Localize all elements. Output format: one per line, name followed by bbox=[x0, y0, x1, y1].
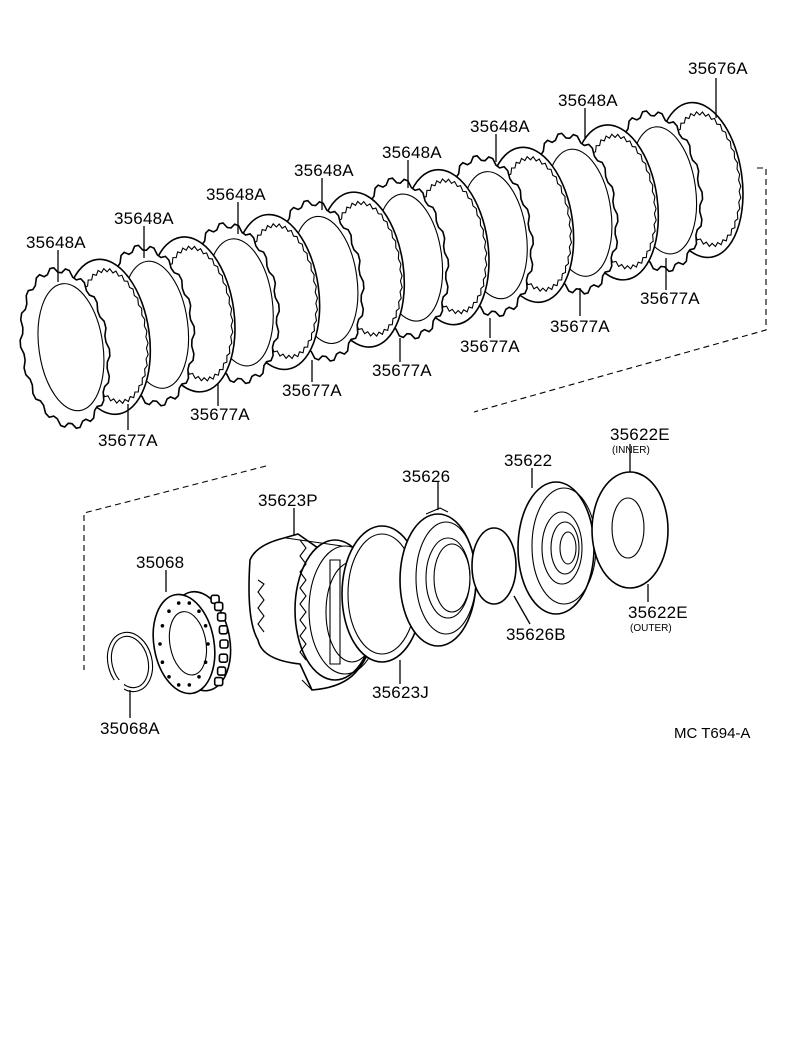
sprag-roller bbox=[213, 601, 224, 612]
piston-35622 bbox=[517, 481, 597, 615]
label-35068: 35068 bbox=[136, 553, 184, 572]
part-labels: 35676A 35648A 35648A 35648A 35648A 35648… bbox=[26, 59, 750, 742]
roller-hole bbox=[197, 609, 201, 613]
label-35677a-4: 35677A bbox=[460, 337, 520, 356]
leader-lines bbox=[57, 78, 717, 718]
label-35623p: 35623P bbox=[258, 491, 318, 510]
label-35068a: 35068A bbox=[100, 719, 160, 738]
label-outer-note: (OUTER) bbox=[630, 623, 672, 634]
roller-hole bbox=[197, 675, 201, 679]
roller-hole bbox=[160, 624, 165, 628]
snap-ring-35068a bbox=[106, 631, 154, 694]
roller-hole bbox=[187, 683, 192, 687]
roller-hole bbox=[176, 601, 181, 605]
label-35677a-3: 35677A bbox=[372, 361, 432, 380]
sprag-roller bbox=[213, 676, 224, 687]
label-35626: 35626 bbox=[402, 467, 450, 486]
clutch-pack bbox=[19, 101, 744, 430]
label-35648a-4: 35648A bbox=[294, 161, 354, 180]
label-35626b: 35626B bbox=[506, 625, 566, 644]
sprag-roller bbox=[216, 666, 227, 676]
label-35676a: 35676A bbox=[688, 59, 748, 78]
roller-hole bbox=[203, 624, 208, 628]
label-35677a-5: 35677A bbox=[550, 317, 610, 336]
sprag-roller bbox=[218, 653, 229, 664]
label-35648a-5: 35648A bbox=[382, 143, 442, 162]
steel-plate bbox=[19, 266, 111, 430]
label-35648a-6: 35648A bbox=[470, 117, 530, 136]
label-35677a-2: 35677A bbox=[282, 381, 342, 400]
seal-35626b bbox=[471, 527, 517, 605]
roller-hole bbox=[176, 683, 181, 687]
roller-hole bbox=[206, 642, 210, 646]
label-35622: 35622 bbox=[504, 451, 552, 470]
roller-hole bbox=[187, 601, 192, 605]
label-35622e-inner: 35622E bbox=[610, 425, 670, 444]
label-35648a-2: 35648A bbox=[114, 209, 174, 228]
piston-35626 bbox=[399, 507, 477, 647]
assembly-boundary bbox=[83, 167, 767, 670]
label-35677a-6: 35677A bbox=[640, 289, 700, 308]
roller-hole bbox=[160, 660, 165, 664]
diagram-reference-code: MC T694-A bbox=[674, 725, 750, 742]
label-35648a-3: 35648A bbox=[206, 185, 266, 204]
roller-hole bbox=[167, 675, 171, 679]
label-35648a-7: 35648A bbox=[558, 91, 618, 110]
label-35677a-0: 35677A bbox=[98, 431, 158, 450]
label-35677a-1: 35677A bbox=[190, 405, 250, 424]
one-way-clutch-35068 bbox=[152, 590, 232, 695]
label-inner-note: (INNER) bbox=[612, 445, 650, 456]
label-35648a-1: 35648A bbox=[26, 233, 86, 252]
sprag-roller bbox=[219, 639, 229, 649]
roller-hole bbox=[167, 609, 171, 613]
label-35622e-outer: 35622E bbox=[628, 603, 688, 622]
roller-hole bbox=[158, 642, 162, 646]
roller-hole bbox=[203, 660, 208, 664]
label-35623j: 35623J bbox=[372, 683, 429, 702]
seal-35622e-outer bbox=[591, 471, 669, 589]
sprag-roller bbox=[216, 612, 227, 622]
sprag-roller bbox=[218, 624, 229, 635]
